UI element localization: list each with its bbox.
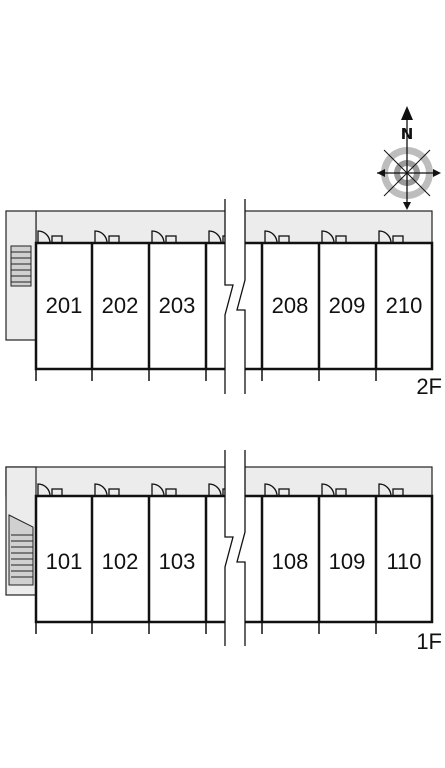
door-icons xyxy=(37,483,404,497)
unit-label: 102 xyxy=(102,549,139,574)
unit-label: 109 xyxy=(329,549,366,574)
break-mark xyxy=(224,199,246,394)
floor-label: 2F xyxy=(416,374,442,399)
unit-label: 202 xyxy=(102,293,139,318)
break-mark xyxy=(224,450,246,646)
unit-label: 108 xyxy=(272,549,309,574)
unit-label: 201 xyxy=(46,293,83,318)
floor-2f: 201 202 203 208 209 210 2F xyxy=(5,199,442,399)
unit-label: 209 xyxy=(329,293,366,318)
corridor xyxy=(5,466,433,497)
compass-icon xyxy=(377,106,441,210)
unit-label: 101 xyxy=(46,549,83,574)
unit-label: 103 xyxy=(159,549,196,574)
staircase xyxy=(8,514,34,586)
unit-label: 203 xyxy=(159,293,196,318)
floor-1f: 101 102 103 108 109 110 1F xyxy=(5,450,442,654)
unit-label: 208 xyxy=(272,293,309,318)
unit-label: 210 xyxy=(386,293,423,318)
unit-label: 110 xyxy=(386,549,421,574)
floor-label: 1F xyxy=(416,629,442,654)
north-label: N xyxy=(401,125,414,143)
